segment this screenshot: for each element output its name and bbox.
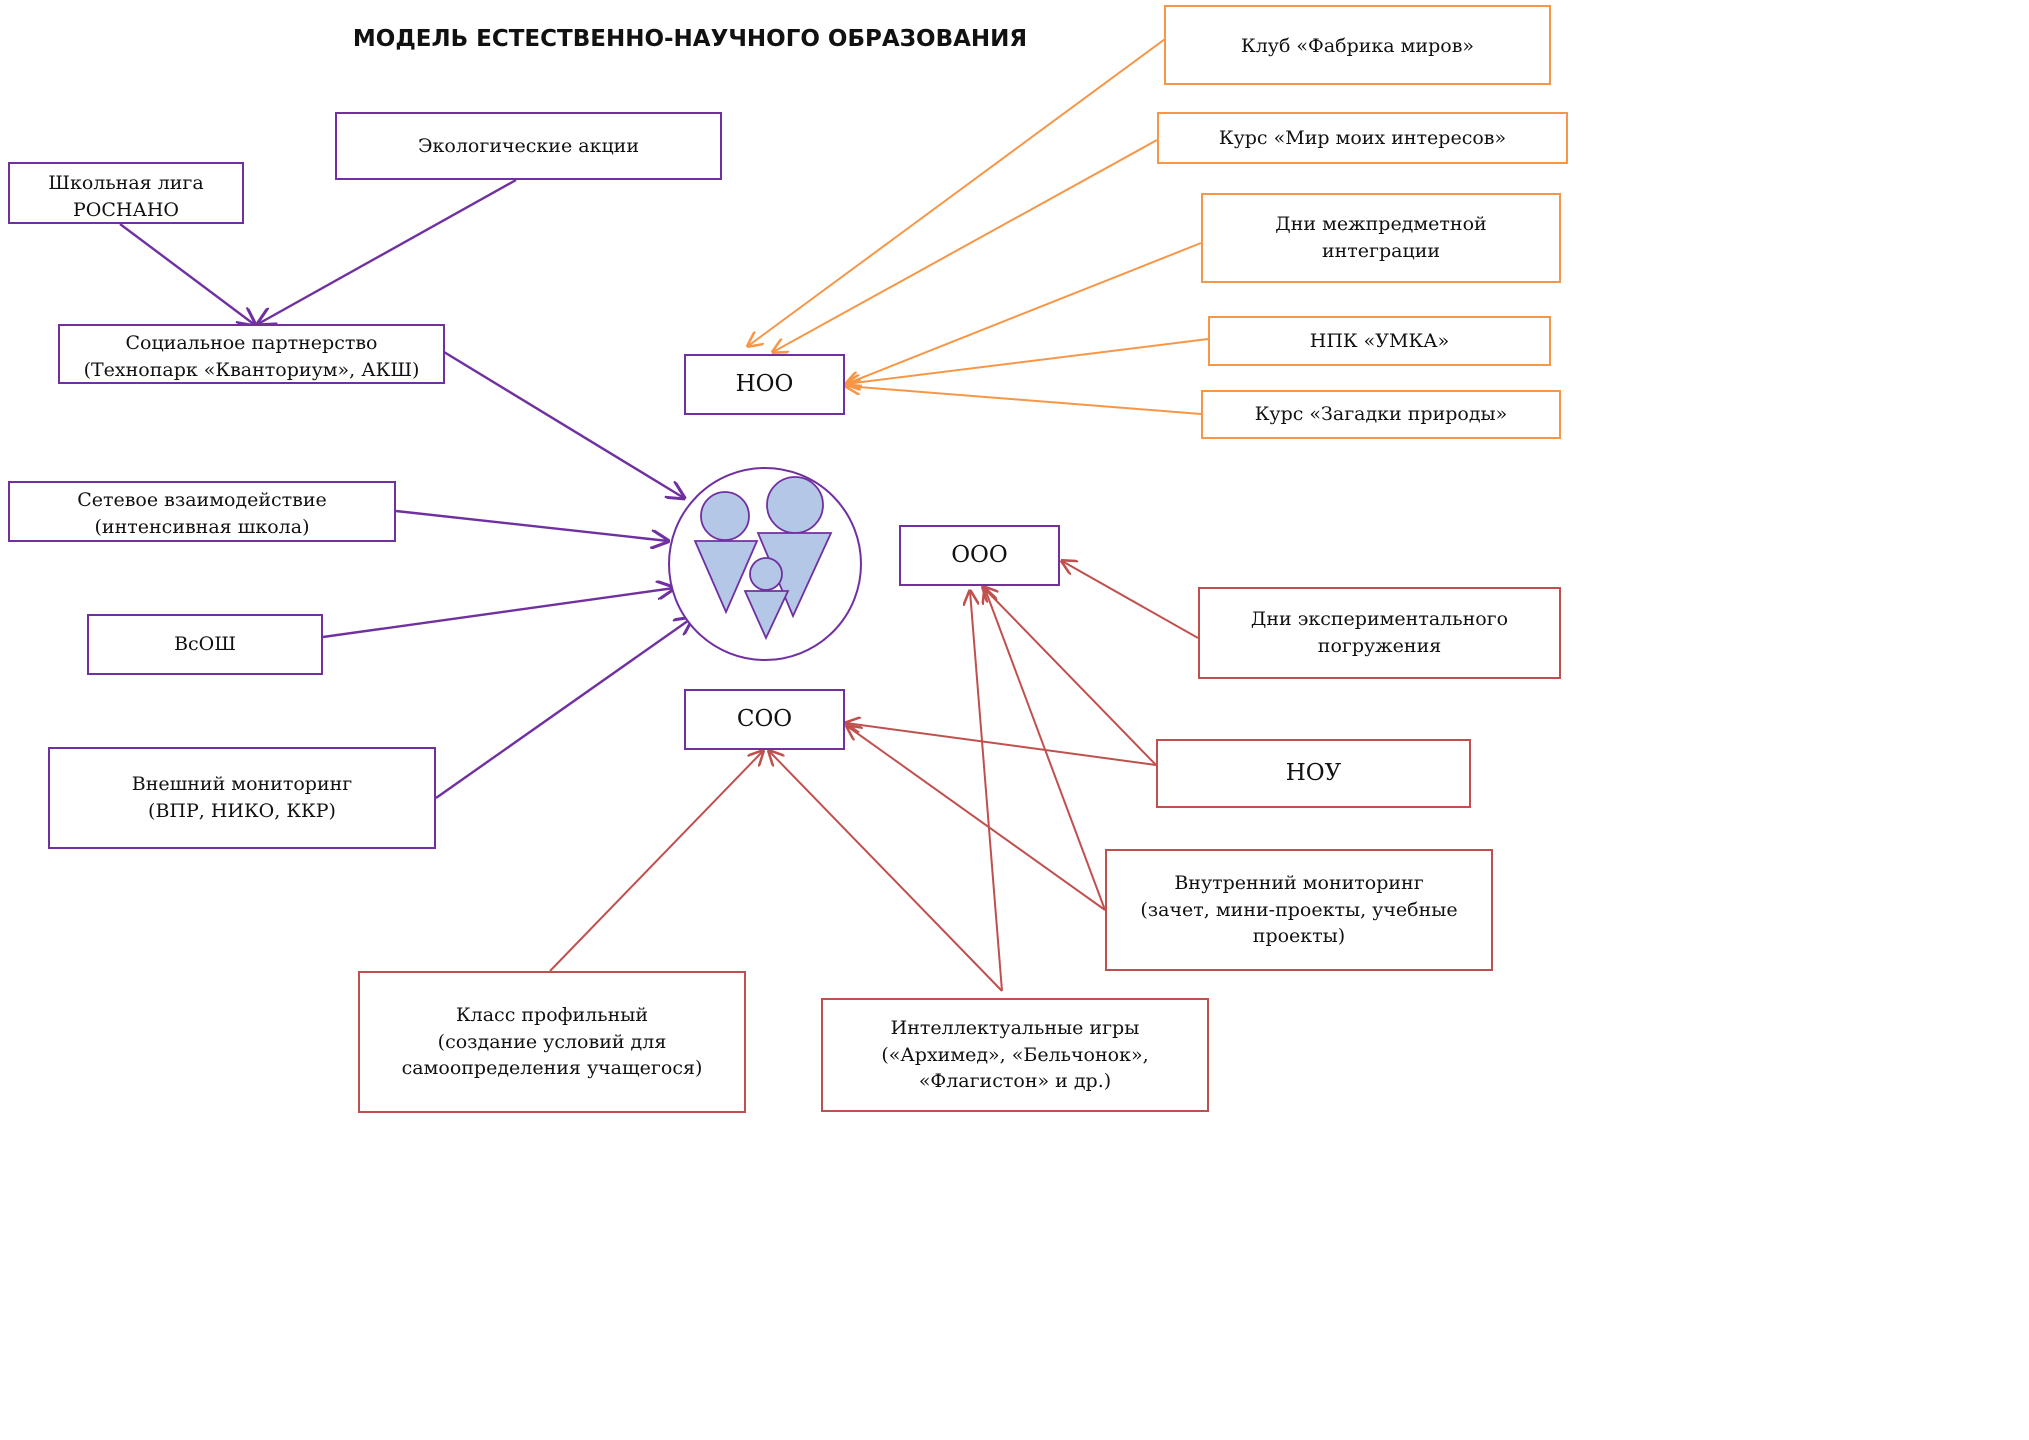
node-days-integration: Дни межпредметной интеграции (1201, 193, 1561, 283)
node-nou-line-1: НОУ (1285, 760, 1342, 787)
family-group-icon (668, 467, 862, 661)
arrow-network-to-center (395, 509, 668, 541)
arrow-vsosh-to-center (322, 588, 674, 639)
arrow-eco-to-partnership (258, 178, 517, 324)
arrow-games-to-soo (769, 751, 1003, 992)
arrow-school-league-to-partnership (119, 223, 255, 325)
level-ooo-label: ООО (951, 542, 1008, 569)
node-nou: НОУ (1156, 739, 1471, 808)
node-intellectual-games-line-3: «Флагистон» и др.) (918, 1070, 1112, 1093)
connector-layer (119, 38, 1209, 992)
node-profile-class-line-2: (создание условий для (437, 1030, 667, 1053)
node-days-experiment: Дни экспериментального погружения (1198, 587, 1561, 679)
node-profile-class-line-3: самоопределения учащегося) (401, 1057, 703, 1080)
arrow-days-experiment-to-ooo (1062, 561, 1199, 639)
arrow-profile-class-to-soo (549, 751, 763, 972)
level-noo-label: НОО (735, 371, 794, 398)
node-network-line-2: (интенсивная школа) (94, 515, 310, 538)
arrow-course-nature-to-noo (846, 386, 1202, 415)
node-club-line-1: Клуб «Фабрика миров» (1240, 35, 1475, 57)
node-vsosh-line-1: ВсОШ (174, 633, 236, 656)
node-npk: НПК «УМКА» (1208, 316, 1551, 366)
arrow-npk-to-noo (846, 338, 1209, 384)
node-days-experiment-line-2: погружения (1317, 635, 1442, 657)
node-profile-class-line-1: Класс профильный (455, 1003, 649, 1026)
node-school-league-line-1: Школьная лига (48, 172, 204, 194)
node-external-monitoring-line-2: (ВПР, НИКО, ККР) (148, 800, 336, 822)
arrow-monitoring-to-center (435, 618, 692, 799)
node-profile-class: Класс профильный (создание условий для с… (358, 971, 746, 1113)
level-soo-label: СОО (736, 706, 793, 733)
node-external-monitoring-line-1: Внешний мониторинг (131, 773, 353, 796)
arrow-nou-to-ooo (983, 587, 1157, 766)
node-club: Клуб «Фабрика миров» (1164, 5, 1551, 85)
node-vsosh: ВсОШ (87, 614, 323, 675)
node-internal-monitoring-line-3: проекты) (1252, 925, 1346, 948)
node-course-nature: Курс «Загадки природы» (1201, 390, 1561, 439)
node-days-integration-line-1: Дни межпредметной (1275, 213, 1487, 236)
arrow-course-interests-to-noo (773, 139, 1158, 352)
level-noo: НОО (684, 354, 845, 415)
node-network: Сетевое взаимодействие (интенсивная школ… (8, 481, 396, 542)
node-course-interests: Курс «Мир моих интересов» (1157, 112, 1568, 164)
level-soo: СОО (684, 689, 845, 750)
arrow-internal-monitoring-to-soo (847, 726, 1106, 911)
node-intellectual-games-line-1: Интеллектуальные игры (890, 1016, 1140, 1039)
arrow-internal-monitoring-to-ooo (985, 589, 1106, 911)
node-npk-line-1: НПК «УМКА» (1309, 329, 1450, 352)
node-course-interests-line-1: Курс «Мир моих интересов» (1218, 126, 1507, 149)
node-internal-monitoring-line-2: (зачет, мини-проекты, учебные (1140, 898, 1458, 921)
node-eco-actions: Экологические акции (335, 112, 722, 180)
node-school-league: Школьная лига РОСНАНО (8, 162, 244, 224)
node-days-integration-line-2: интеграции (1321, 240, 1441, 262)
node-internal-monitoring: Внутренний мониторинг (зачет, мини-проек… (1105, 849, 1493, 971)
node-intellectual-games-line-2: («Архимед», «Бельчонок», (881, 1043, 1149, 1066)
arrow-days-integration-to-noo (846, 242, 1202, 384)
node-course-nature-line-1: Курс «Загадки природы» (1254, 403, 1508, 426)
node-social-partnership-line-1: Социальное партнерство (125, 332, 378, 354)
node-network-line-1: Сетевое взаимодействие (77, 489, 327, 511)
node-eco-actions-line-1: Экологические акции (418, 134, 639, 157)
arrow-nou-to-soo (846, 723, 1157, 766)
level-ooo: ООО (899, 525, 1060, 586)
node-external-monitoring: Внешний мониторинг (ВПР, НИКО, ККР) (48, 747, 436, 849)
node-social-partnership-line-2: (Технопарк «Кванториум», АКШ) (83, 358, 420, 381)
arrow-club-to-noo (748, 38, 1166, 346)
arrow-games-to-ooo (970, 591, 1003, 992)
node-social-partnership: Социальное партнерство (Технопарк «Квант… (58, 324, 445, 384)
node-intellectual-games: Интеллектуальные игры («Архимед», «Бельч… (821, 998, 1209, 1112)
node-school-league-line-2: РОСНАНО (72, 198, 179, 221)
diagram-title: МОДЕЛЬ ЕСТЕСТВЕННО-НАУЧНОГО ОБРАЗОВАНИЯ (352, 26, 1028, 52)
arrow-partnership-to-center (443, 350, 684, 498)
node-days-experiment-line-1: Дни экспериментального (1250, 608, 1509, 631)
node-internal-monitoring-line-1: Внутренний мониторинг (1174, 871, 1424, 894)
